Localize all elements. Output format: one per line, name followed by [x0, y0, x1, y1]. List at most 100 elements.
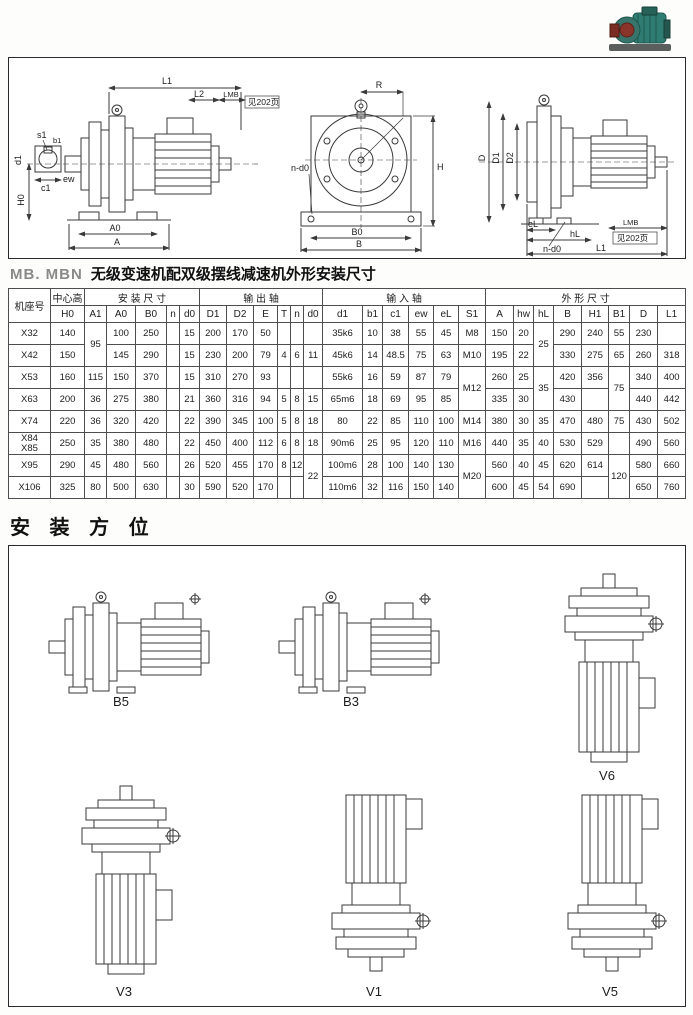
dim-cell — [166, 344, 180, 367]
dim-cell: 22 — [178, 432, 201, 455]
dim-cell — [166, 388, 180, 411]
dim-d1-left: d1 — [13, 155, 23, 165]
dim-cell: 38 — [382, 322, 410, 345]
dim-cell: 22 — [178, 410, 201, 433]
gearmotor-photo — [609, 6, 671, 51]
dim-H0: H0 — [16, 194, 26, 206]
dim-cell: 30 — [178, 476, 201, 499]
dim-cell: 5 — [277, 410, 292, 433]
dim-cell: 580 — [629, 454, 659, 477]
dim-cell: 140 — [408, 454, 435, 477]
dim-cell: 430 — [629, 410, 659, 433]
dim-cell: 55 — [608, 322, 631, 345]
dim-cell: 120 — [608, 454, 631, 499]
dim-cell: 200 — [50, 388, 85, 411]
dim-hL: hL — [570, 229, 580, 239]
dim-cell: 380 — [485, 410, 515, 433]
dim-cell: 250 — [50, 432, 85, 455]
header-group: 输 出 轴 — [199, 288, 324, 306]
dim-cell: 80 — [84, 476, 107, 499]
header-col: D1 — [199, 305, 228, 323]
dim-cell: 529 — [581, 432, 610, 455]
dim-cell: 65m6 — [322, 388, 364, 411]
header-col: d0 — [178, 305, 201, 323]
header-col: n — [166, 305, 180, 323]
dim-cell: 59 — [382, 366, 410, 389]
dim-cell — [166, 322, 180, 345]
dim-cell — [290, 476, 305, 499]
dim-cell: 260 — [485, 366, 515, 389]
dim-cell: 620 — [553, 454, 583, 477]
dim-c1-left: c1 — [41, 183, 51, 193]
dim-cell: 15 — [303, 388, 324, 411]
dim-cell: 110m6 — [322, 476, 364, 499]
dim-cell: 100 — [253, 410, 279, 433]
mounting-B5-label: B5 — [113, 694, 129, 709]
dim-cell: 455 — [226, 454, 255, 477]
dim-cell: 30 — [513, 388, 535, 411]
mounting-V1-label: V1 — [366, 984, 382, 999]
dim-cell: M12 — [458, 366, 487, 411]
dim-cell — [303, 366, 324, 389]
header-col: d1 — [322, 305, 364, 323]
dim-cell: 40 — [533, 432, 555, 455]
dim-cell: 90m6 — [322, 432, 364, 455]
dim-cell: 230 — [629, 322, 659, 345]
dim-cell — [290, 322, 305, 345]
dim-cell: 45k6 — [322, 344, 364, 367]
mounting-V5-drawing — [567, 794, 668, 972]
dim-cell: 330 — [553, 344, 583, 367]
dim-LMB-left: LMB — [223, 90, 238, 99]
mounting-B5-drawing — [48, 591, 210, 694]
reducer-front-view-drawing — [300, 89, 436, 253]
dim-cell: 690 — [553, 476, 583, 499]
dim-cell: 14 — [362, 344, 384, 367]
dim-cell — [581, 476, 610, 499]
dim-cell: 140 — [50, 322, 85, 345]
see-page-note-right: 见202页 — [617, 233, 648, 243]
dim-cell: 22 — [362, 410, 384, 433]
dim-cell — [657, 322, 687, 345]
dim-cell: 45 — [513, 476, 535, 499]
header-col: E — [253, 305, 279, 323]
dim-cell: 25 — [513, 366, 535, 389]
dim-cell — [166, 476, 180, 499]
dim-cell: 28 — [362, 454, 384, 477]
dim-cell: M14 — [458, 410, 487, 433]
dim-cell: 140 — [433, 476, 460, 499]
dim-cell: 18 — [303, 432, 324, 455]
dim-cell: 400 — [657, 366, 687, 389]
dim-cell: 480 — [581, 410, 610, 433]
dim-cell: 400 — [226, 432, 255, 455]
dim-cell: 85 — [433, 388, 460, 411]
dim-b1-left: b1 — [53, 136, 61, 145]
dim-cell: 26 — [178, 454, 201, 477]
dim-cell: 320 — [106, 410, 136, 433]
dim-nd0-side: n-d0 — [543, 244, 561, 254]
dim-cell: 530 — [553, 432, 583, 455]
dim-cell: 760 — [657, 476, 687, 499]
dim-cell: 20 — [513, 322, 535, 345]
dim-cell: 356 — [581, 366, 610, 389]
dim-cell: 170 — [253, 476, 279, 499]
dim-cell: 500 — [106, 476, 136, 499]
dim-cell: 63 — [433, 344, 460, 367]
dim-cell: 55 — [408, 322, 435, 345]
dim-cell: 110 — [408, 410, 435, 433]
header-col: A1 — [84, 305, 107, 323]
dim-cell: 170 — [253, 454, 279, 477]
dim-cell: 95 — [408, 388, 435, 411]
dim-cell: 120 — [408, 432, 435, 455]
dim-cell — [277, 366, 292, 389]
dim-cell: 35 — [513, 432, 535, 455]
header-col: hL — [533, 305, 555, 323]
dim-cell: 560 — [657, 432, 687, 455]
dim-cell: 4 — [277, 344, 292, 367]
dim-A: A — [114, 237, 120, 247]
dim-cell: 614 — [581, 454, 610, 477]
